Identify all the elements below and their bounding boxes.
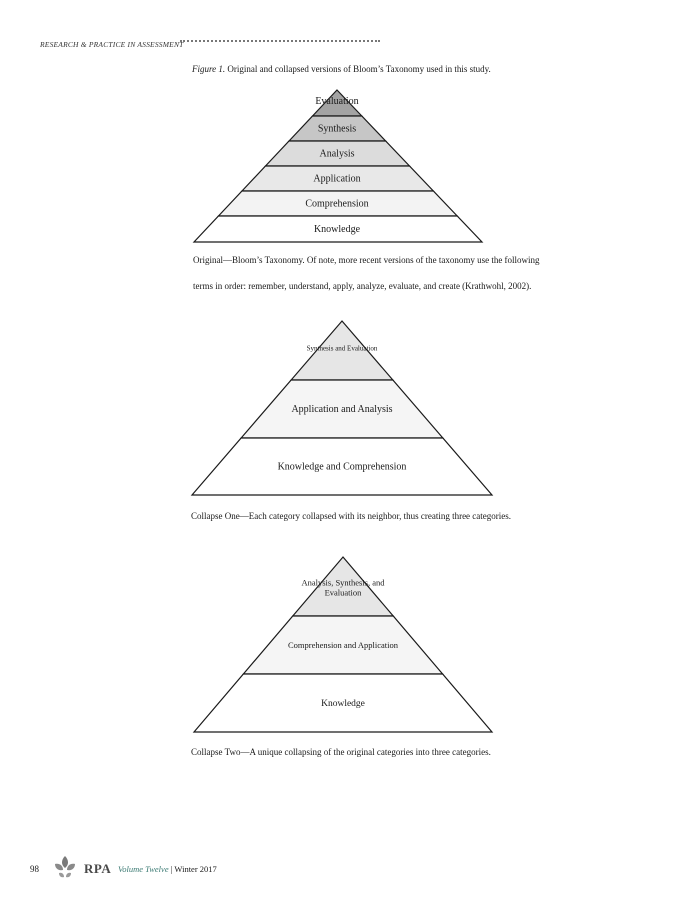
original-caption-line-1: Original—Bloom’s Taxonomy. Of note, more… <box>193 255 540 265</box>
collapse-two-caption-line: Collapse Two—A unique collapsing of the … <box>191 747 491 757</box>
figure-label: Figure 1. <box>192 64 226 74</box>
pyramid-level-label: Analysis <box>320 149 355 160</box>
pyramid-band-3 <box>192 673 494 733</box>
original-caption-line-2: terms in order: remember, understand, ap… <box>193 281 532 291</box>
figure-caption-text: Original and collapsed versions of Bloom… <box>227 64 491 74</box>
collapse-two-caption: Collapse Two—A unique collapsing of the … <box>191 739 611 765</box>
running-title: RESEARCH & PRACTICE IN ASSESSMENT <box>40 40 184 49</box>
pyramid-level-label: Evaluation <box>315 96 358 107</box>
volume-separator: | <box>170 864 173 874</box>
pyramid-band-6 <box>192 215 484 243</box>
collapse-one-caption-line: Collapse One—Each category collapsed wit… <box>191 511 512 521</box>
figure-caption: Figure 1. Original and collapsed version… <box>192 64 491 74</box>
collapse-one-caption: Collapse One—Each category collapsed wit… <box>191 503 611 529</box>
leaf-logo-icon <box>55 856 75 878</box>
header-dotted-rule <box>180 40 380 42</box>
pyramid-level-label: Application and Analysis <box>291 404 392 415</box>
pyramid-level-label: Synthesis and Evaluation <box>307 345 378 353</box>
pyramid-level-label: Synthesis <box>318 124 356 135</box>
original-caption: Original—Bloom’s Taxonomy. Of note, more… <box>193 247 613 299</box>
rpa-logo-text: RPA <box>84 861 112 876</box>
page-number: 98 <box>30 864 39 874</box>
running-header: RESEARCH & PRACTICE IN ASSESSMENT <box>40 34 380 49</box>
pyramid-level-label: Application <box>313 174 360 185</box>
pyramid-band-3 <box>190 437 494 496</box>
volume-label: Volume Twelve <box>118 864 169 874</box>
pyramid-level-label: Comprehension <box>305 199 368 210</box>
pyramid-level-label: Comprehension and Application <box>288 640 399 650</box>
season-label: Winter 2017 <box>174 864 217 874</box>
volume-info: Volume Twelve | Winter 2017 <box>118 864 217 874</box>
pyramid-level-label: Knowledge <box>314 224 361 235</box>
pyramid-level-label: Knowledge <box>321 699 365 709</box>
page-footer: 98 RPA Volume Twelve | Winter 2017 <box>30 856 280 882</box>
pyramid-level-label: Knowledge and Comprehension <box>278 462 407 473</box>
